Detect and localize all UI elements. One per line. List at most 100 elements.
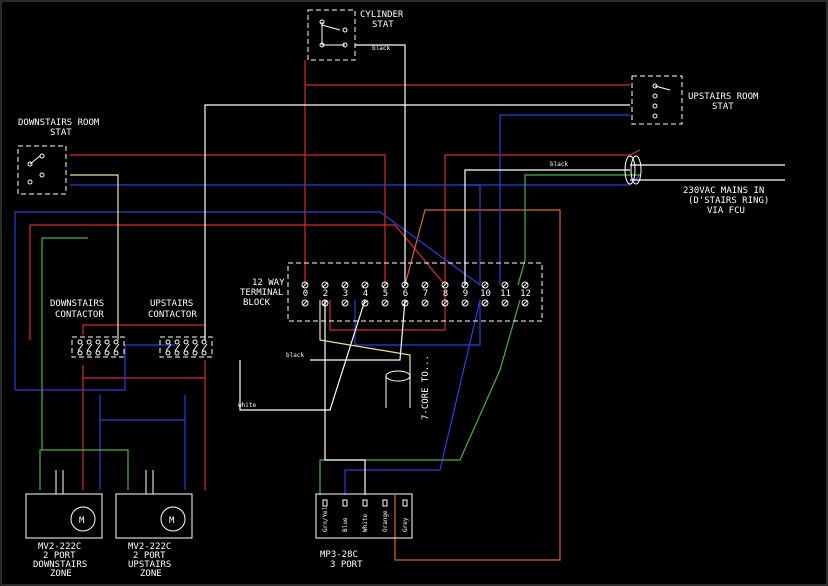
terminal-7: 7 [421,281,429,307]
red-wire-contactor-link-2 [82,360,206,379]
red-wire-contactor-link [82,324,206,340]
white-wire-label: white [238,402,256,409]
pin [322,499,328,507]
yellow-wire-terminal [319,300,411,380]
terminal-5: 5 [381,281,389,307]
upstairs-room-stat: UPSTAIRS ROOM STAT [631,75,759,125]
pin [402,499,408,507]
upstairs-contactor-label-2: CONTACTOR [148,310,197,320]
terminal-number: 4 [363,289,368,299]
pin-colour-label: Grey [402,517,409,532]
contactor-screw [183,350,189,356]
downstairs-contactor: DOWNSTAIRS CONTACTOR [50,299,125,358]
white-wire-upstairs-stat [204,104,630,340]
red-wire-downstairs-stat [70,154,386,285]
cylinder-stat-label-2: STAT [372,20,394,30]
terminal-number: 0 [303,289,308,299]
contactor-screw [104,350,110,356]
pin [382,499,388,507]
contactor-screw [86,350,92,356]
valve-dn-label-2: 2 PORT [43,551,76,561]
terminal-block-label: 12 WAY [252,278,285,288]
upstairs-contactor-terminals [165,339,208,356]
cylinder-stat-label: CYLINDER [360,10,404,20]
mains-label-3: VIA FCU [707,206,745,216]
white-wire-mains [464,169,630,285]
contactor-screw [95,350,101,356]
valve-dn-label-4: ZONE [50,569,72,579]
green-wire-mains [517,174,640,286]
downstairs-stat-label-2: STAT [50,128,72,138]
contactor-screw [174,350,180,356]
contactor-screw [77,339,83,345]
valve-up-label-2: 2 PORT [133,551,166,561]
contactor-screw [192,350,198,356]
downstairs-room-stat: DOWNSTAIRS ROOM STAT [17,118,100,195]
white-wire-black [310,299,406,361]
valve-up-label: MV2-222C [128,542,171,552]
terminal-9: 9 [461,281,469,307]
downstairs-stat-label: DOWNSTAIRS ROOM [18,118,100,128]
red-wire-upstairs-stat [304,60,630,86]
yellow-wire-downstairs-stat [70,174,119,340]
contactor-screw [95,339,101,345]
downstairs-contactor-label: DOWNSTAIRS [50,299,104,309]
red-wire-loop [29,224,446,340]
mains-label: 230VAC MAINS IN [683,186,764,196]
terminal-number: 3 [343,289,348,299]
terminal-number: 12 [520,289,531,299]
contactor-screw [201,350,207,356]
blue-wire-contactor-link [124,344,175,360]
terminal-number: 5 [383,289,388,299]
mains-label-2: (D'STAIRS RING) [688,196,769,206]
blue-wire-drop [354,300,481,346]
blue-wire-3port [344,299,481,495]
orange-wire [394,209,561,561]
mains-cable: black 230VAC MAINS IN (D'STAIRS RING) VI… [550,155,769,216]
contactor-screw [113,350,119,356]
terminal-screws: 0 2 3 4 5 6 7 8 9 10 11 12 [301,281,531,307]
terminal-12: 12 [520,281,531,307]
motor-up-symbol: M [169,516,175,526]
blue-wire-valve-link [99,395,186,421]
pin-colour-label: Grn/Yel [322,506,329,532]
white-wire-contactor [239,299,366,411]
terminal-number: 6 [403,289,408,299]
terminal-4: 4 [361,281,369,307]
downstairs-contactor-label-2: CONTACTOR [55,310,104,320]
green-wire-earth [39,237,88,490]
terminal-6: 6 [401,281,409,307]
red-wire-mains [444,149,641,285]
upstairs-contactor: UPSTAIRS CONTACTOR [148,299,213,358]
contactor-screw [192,339,198,345]
seven-core-label: 7-CORE TO... [421,355,431,420]
contactor-screw [165,339,171,345]
cylinder-wire-label: black [372,45,390,52]
seven-core-black-label: black [286,352,304,359]
terminal-number: 2 [323,289,328,299]
blue-wire-contactor [15,360,126,391]
pin [362,499,368,507]
seven-core-cable: 7-CORE TO... black white [238,352,431,420]
blue-wire-mains [460,174,641,186]
upstairs-contactor-label: UPSTAIRS [150,299,193,309]
pin-colour-label: Blue [342,517,349,532]
terminal-2: 2 [321,281,329,307]
pin-colour-label: White [362,514,369,532]
terminal-11: 11 [500,281,511,307]
upstairs-stat-label: UPSTAIRS ROOM [688,92,759,102]
contactor-screw [201,339,207,345]
terminal-number: 8 [443,289,448,299]
downstairs-contactor-terminals [77,339,120,356]
contactor-screw [113,339,119,345]
terminal-10: 10 [480,281,491,307]
contactor-screw [77,350,83,356]
contactor-screw [183,339,189,345]
terminal-number: 11 [500,289,511,299]
terminal-3: 3 [341,281,349,307]
contactor-screw [165,350,171,356]
